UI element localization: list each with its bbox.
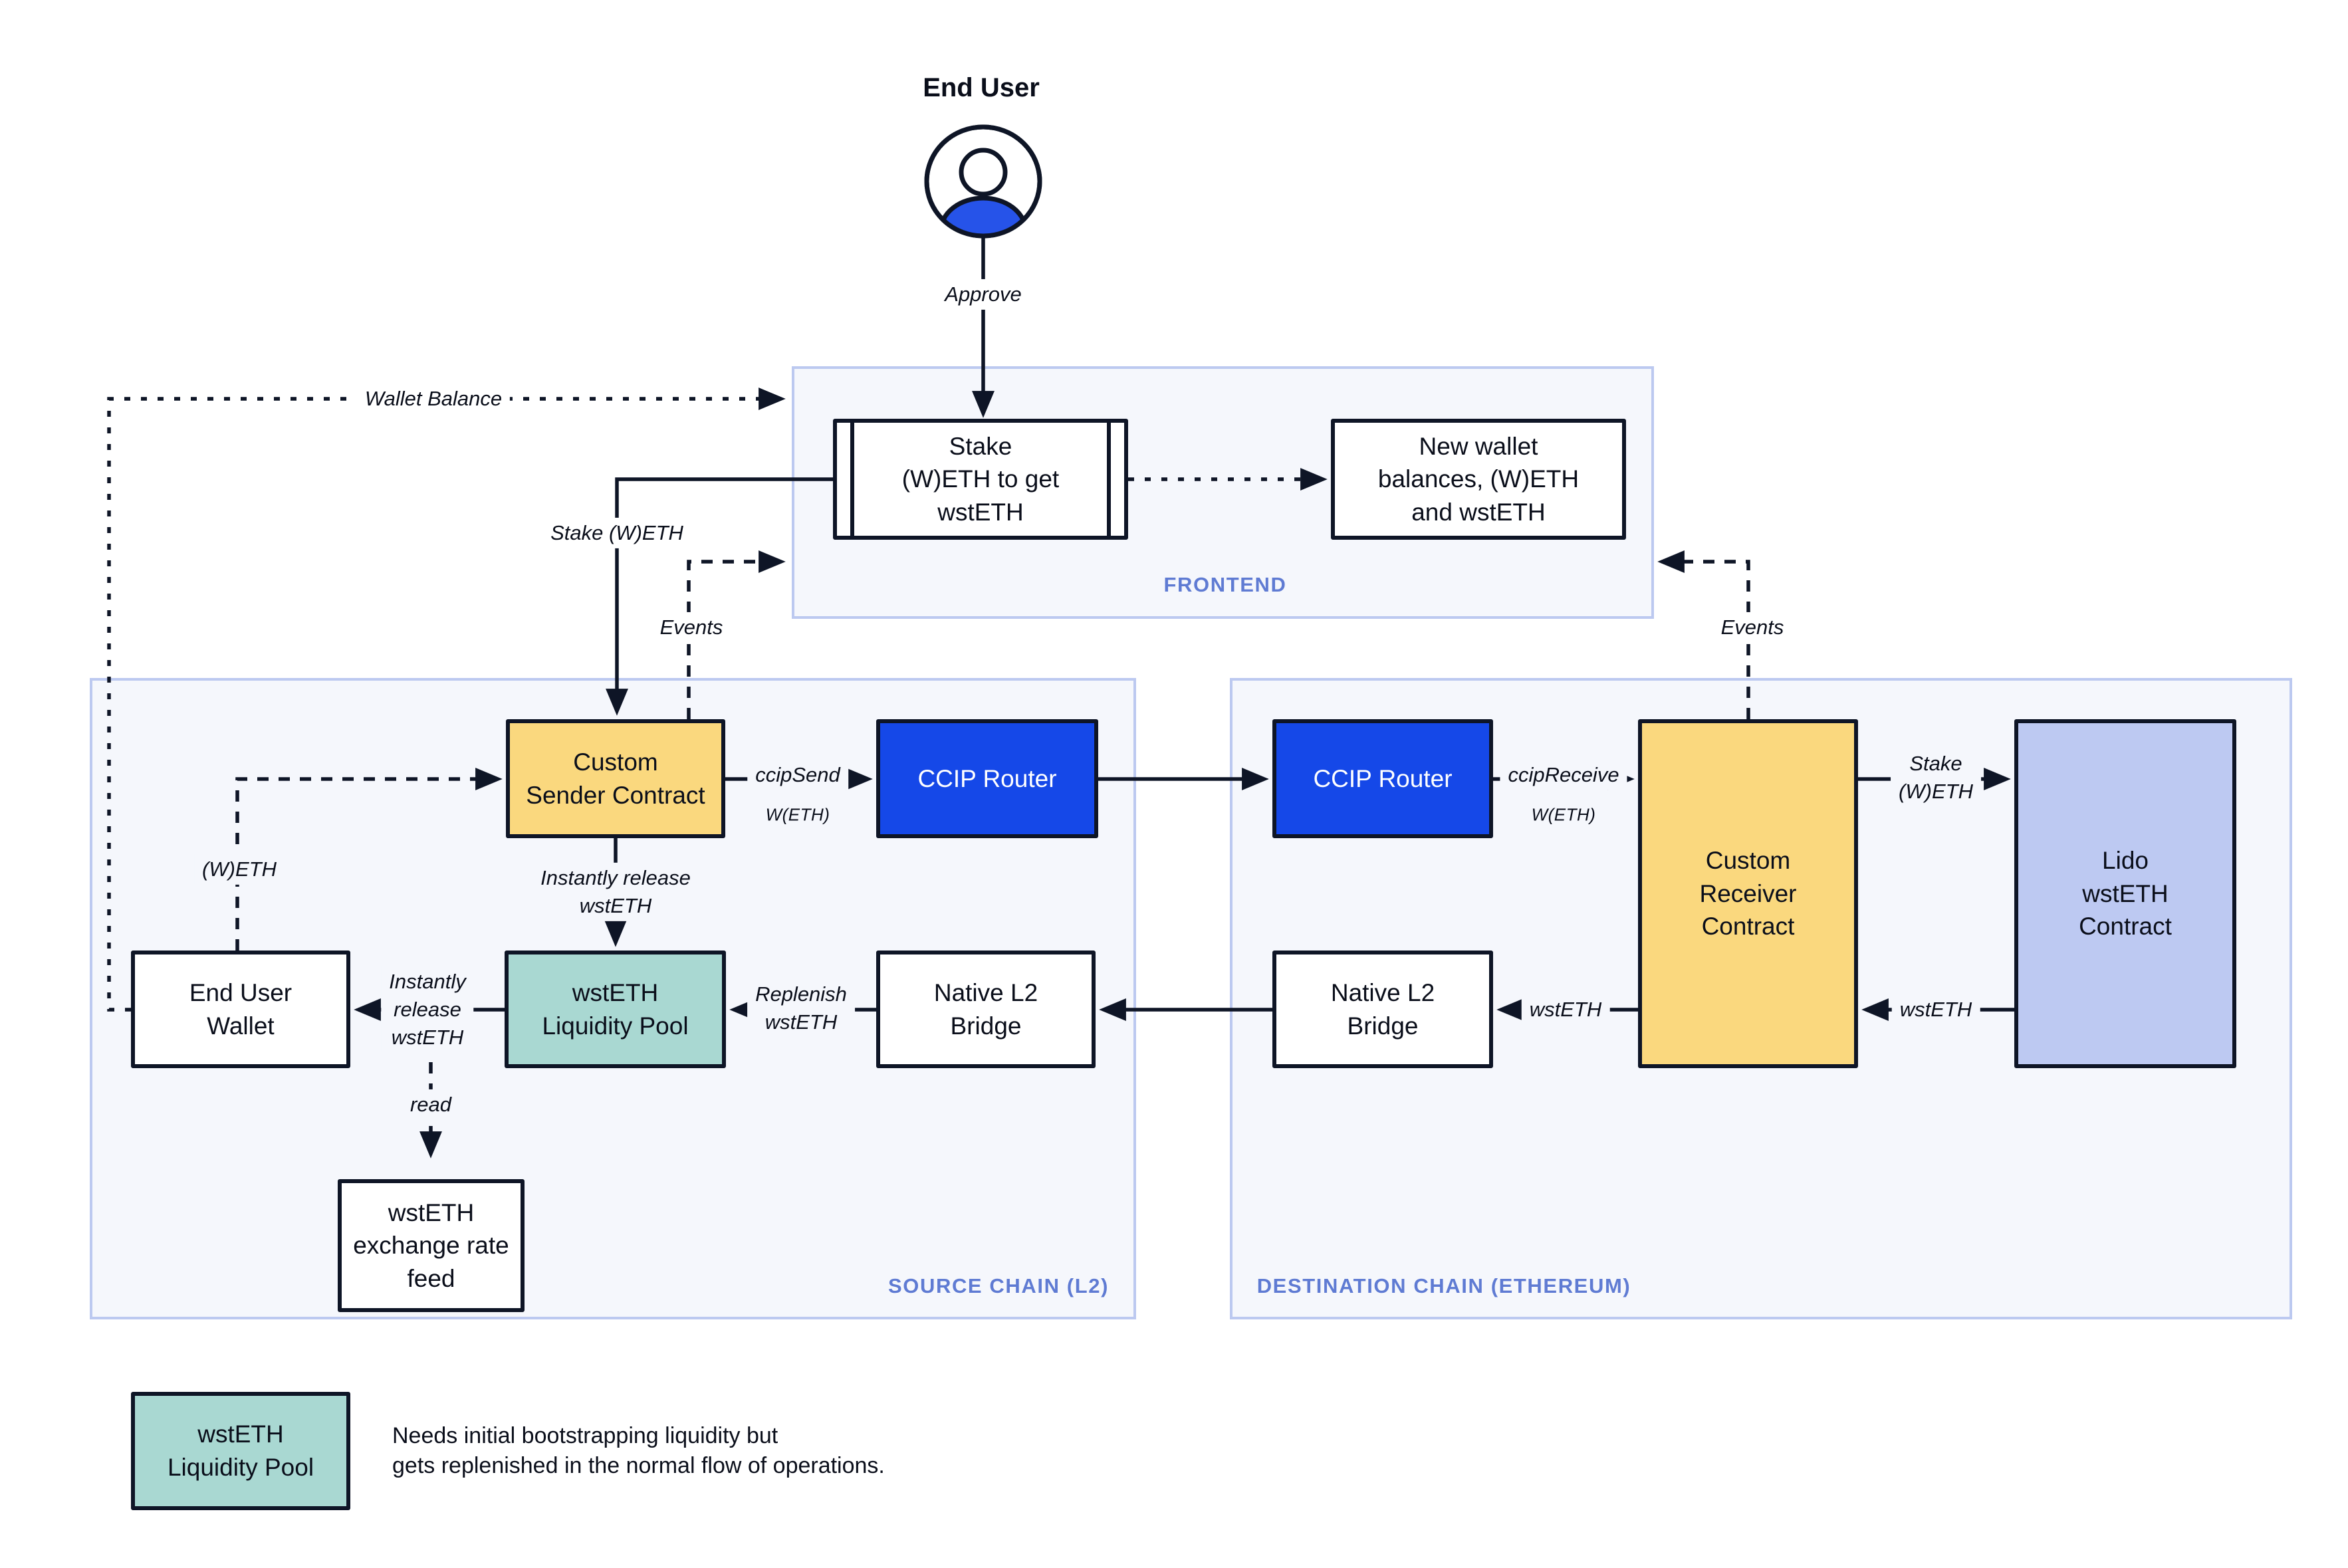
destination-chain-caption: DESTINATION CHAIN (ETHEREUM) [1256,1274,1631,1297]
ccip-router-dest-node: CCIP Router [1272,719,1493,838]
ccip-send-asset-label: W(ETH) [760,803,836,827]
stake-weth-right-label: Stake (W)ETH [1891,748,1981,808]
ccip-receive-label: ccipReceive [1500,759,1627,791]
widget-right-bar [1107,423,1111,536]
native-bridge-dest-label: Native L2 Bridge [1330,978,1435,1040]
lido-contract-label: Lido wstETH Contract [2079,847,2172,941]
new-balances-node: New wallet balances, (W)ETH and wstETH [1331,419,1626,540]
rate-feed-label: wstETH exchange rate feed [353,1198,509,1292]
end-user-wallet-node: End User Wallet [131,951,350,1068]
events-right-label: Events [1712,612,1792,643]
custom-receiver-label: Custom Receiver Contract [1699,847,1797,941]
ccip-router-source-label: CCIP Router [917,764,1057,792]
end-user-title: End User [923,73,1040,102]
lido-contract-node: Lido wstETH Contract [2014,719,2236,1068]
person-icon [924,124,1042,239]
weth-up-label: (W)ETH [194,853,285,885]
person-head-icon [959,148,1008,197]
ccip-receive-asset-label: W(ETH) [1526,803,1601,827]
native-bridge-source-node: Native L2 Bridge [876,951,1096,1068]
legend-note: Needs initial bootstrapping liquidity bu… [392,1423,885,1478]
read-label: read [402,1089,460,1121]
new-balances-label: New wallet balances, (W)ETH and wstETH [1377,432,1580,526]
liquidity-pool-node: wstETH Liquidity Pool [505,951,726,1068]
stake-widget-label: Stake (W)ETH to get wstETH [901,432,1060,526]
wallet-balance-label: Wallet Balance [356,383,511,415]
replenish-label: Replenish wstETH [747,978,855,1038]
rate-feed-node: wstETH exchange rate feed [338,1179,525,1312]
custom-sender-node: Custom Sender Contract [506,719,725,838]
legend-swatch-label: wstETH Liquidity Pool [167,1420,314,1481]
source-chain-caption: SOURCE CHAIN (L2) [887,1274,1110,1297]
events-left-label: Events [651,612,731,643]
end-user-wallet-label: End User Wallet [189,978,293,1040]
liquidity-pool-label: wstETH Liquidity Pool [542,978,689,1040]
instant-release-down-label: Instantly release wstETH [532,862,699,922]
stake-widget-node: Stake (W)ETH to get wstETH [833,419,1128,540]
frontend-caption: FRONTEND [1163,573,1287,596]
native-bridge-dest-node: Native L2 Bridge [1272,951,1493,1068]
ccip-router-dest-label: CCIP Router [1313,764,1453,792]
ccip-router-source-node: CCIP Router [876,719,1098,838]
wsteth-to-bridge-label: wstETH [1521,994,1610,1026]
custom-sender-label: Custom Sender Contract [526,748,705,809]
custom-receiver-node: Custom Receiver Contract [1638,719,1858,1068]
approve-label: Approve [937,279,1030,310]
instant-release-left-label: Instantly release wstETH [381,966,474,1054]
ccip-send-label: ccipSend [747,759,848,791]
widget-left-bar [850,423,854,536]
wsteth-from-lido-label: wstETH [1891,994,1980,1026]
legend-swatch: wstETH Liquidity Pool [131,1392,350,1510]
stake-weth-label: Stake (W)ETH [542,517,691,549]
native-bridge-source-label: Native L2 Bridge [933,978,1038,1040]
